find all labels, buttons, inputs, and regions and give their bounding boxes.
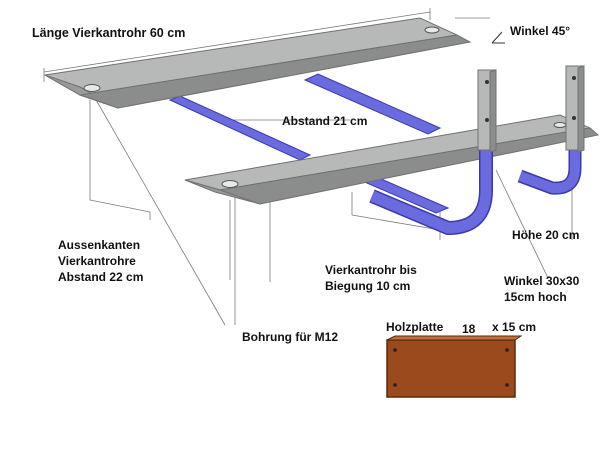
wood-screw-1 <box>393 348 397 352</box>
drill-hole-lower-right <box>553 122 567 128</box>
length-label: Länge Vierkantrohr 60 cm <box>32 26 186 40</box>
outer-edges-label-line3: Abstand 22 cm <box>58 270 144 284</box>
wood-screw-4 <box>505 383 509 387</box>
rail-lower-side <box>219 127 600 205</box>
drill-leader-1 <box>94 97 226 326</box>
bracket-right-side <box>577 65 585 153</box>
wood-board-label-depth: x 15 cm <box>492 320 537 334</box>
drill-leaders <box>94 97 549 326</box>
drill-hole-lower-left <box>221 180 239 188</box>
wood-board <box>386 335 523 398</box>
wood-board-label-name: Holzplatte <box>386 320 444 334</box>
bent-upright-right <box>518 95 580 194</box>
angle-label: Winkel 45° <box>510 24 571 38</box>
wood-screw-3 <box>393 383 397 387</box>
bracket-leader <box>495 169 549 279</box>
cross-rod-left <box>168 95 312 161</box>
rail-upper <box>43 17 472 109</box>
rail-upper-side <box>79 34 472 109</box>
wood-board-top <box>386 335 523 341</box>
bracket-right-bolt-1 <box>572 76 576 80</box>
drill-hole-upper-right <box>424 26 440 34</box>
bracket-label-line1: Winkel 30x30 <box>504 274 580 288</box>
outer-edges-label-line1: Aussenkanten <box>58 238 141 252</box>
bracket-right-bolt-2 <box>572 116 576 120</box>
drill-label: Bohrung für M12 <box>242 330 338 344</box>
angle-symbol-icon <box>491 31 505 44</box>
cross-rods <box>168 73 450 214</box>
outer-edge-base-line <box>89 199 151 213</box>
bracket-label-line2: 15cm hoch <box>504 290 567 304</box>
tube-bend-label-line1: Vierkantrohr bis <box>325 263 417 277</box>
wood-board-label-width: 18 <box>462 322 476 336</box>
wood-screw-2 <box>505 348 509 352</box>
bent-uprights <box>369 85 582 235</box>
wood-board-front <box>386 339 516 398</box>
spacing-label: Abstand 21 cm <box>282 114 368 128</box>
length-dimension-line <box>43 11 431 73</box>
cross-rod-right <box>303 73 442 135</box>
tube-bend-label-line2: Biegung 10 cm <box>325 279 411 293</box>
bend-line-base <box>351 214 441 231</box>
bracket-left-bolt-2 <box>485 118 489 122</box>
angle-symbol-leg <box>491 31 503 44</box>
height-label: Höhe 20 cm <box>512 228 580 242</box>
drill-hole-upper-left <box>83 84 101 92</box>
outer-edges-label-line2: Vierkantrohre <box>58 254 136 268</box>
bracket-left-side <box>489 69 497 153</box>
angle-brackets <box>477 65 585 153</box>
bent-upright-left <box>369 85 492 234</box>
bracket-left-bolt-1 <box>485 80 489 84</box>
